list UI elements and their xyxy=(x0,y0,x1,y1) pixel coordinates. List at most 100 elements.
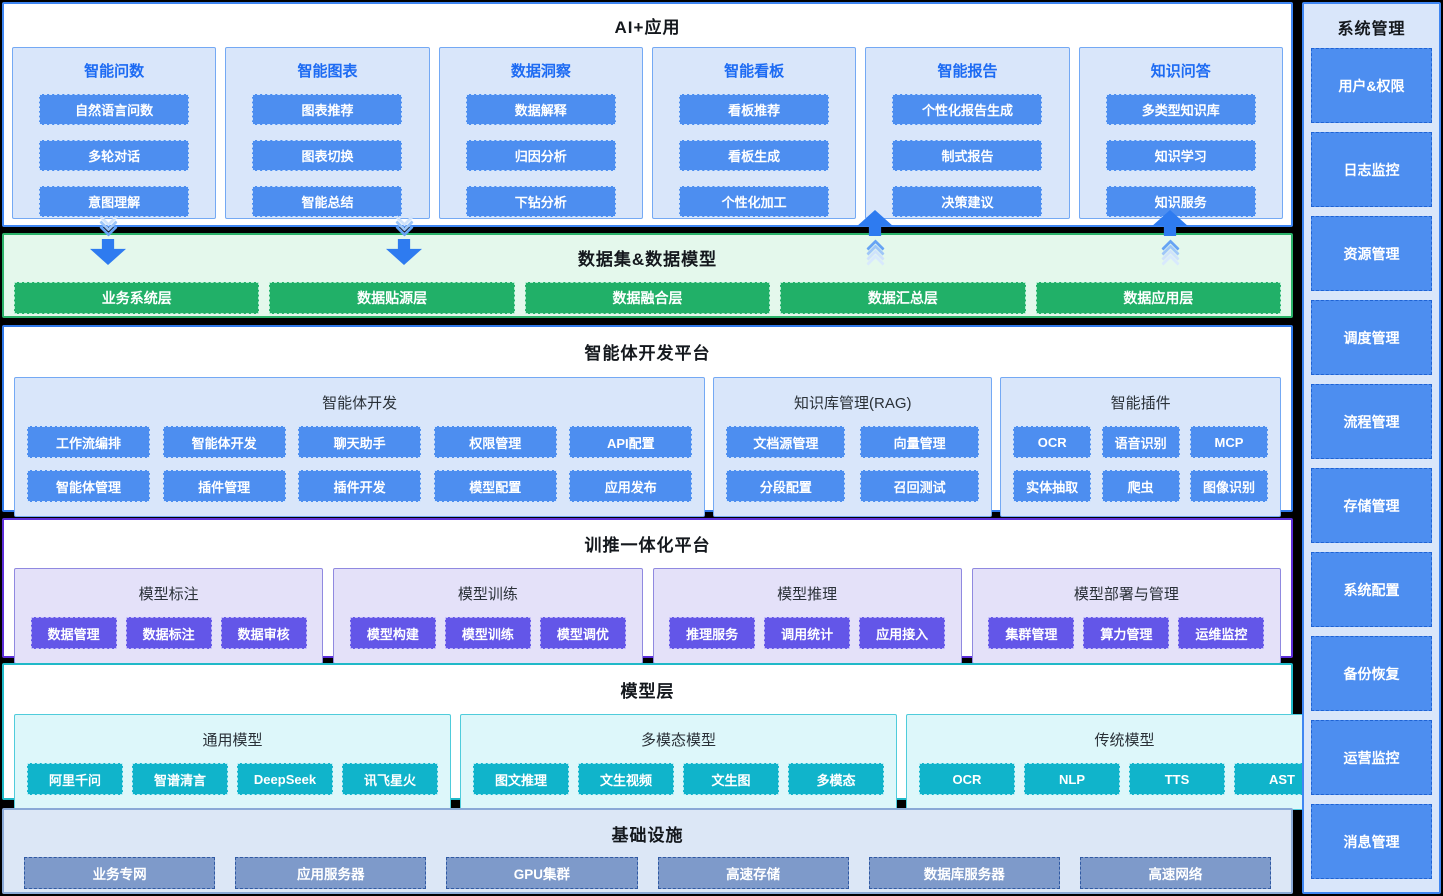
infrastructure-button[interactable]: 高速网络 xyxy=(1079,857,1272,889)
feature-button[interactable]: 制式报告 xyxy=(892,140,1043,171)
feature-button[interactable]: 看板生成 xyxy=(679,140,830,171)
ai-apps-column-baogao: 智能报告 个性化报告生成制式报告决策建议 xyxy=(865,47,1070,219)
band-model-layer-title: 模型层 xyxy=(620,682,675,701)
feature-button[interactable]: 决策建议 xyxy=(892,186,1043,217)
model-button[interactable]: 讯飞星火 xyxy=(342,763,438,795)
model-button[interactable]: DeepSeek xyxy=(237,763,333,795)
group-title: 模型训练 xyxy=(457,586,518,603)
feature-button[interactable]: 推理服务 xyxy=(669,617,756,649)
feature-button[interactable]: 向量管理 xyxy=(860,426,980,458)
data-layer-button[interactable]: 数据融合层 xyxy=(524,282,771,314)
model-button[interactable]: 文生视频 xyxy=(578,763,674,795)
feature-button[interactable]: 分段配置 xyxy=(726,470,846,502)
model-button[interactable]: NLP xyxy=(1024,763,1120,795)
sidebar-item[interactable]: 存储管理 xyxy=(1311,468,1432,543)
group-model-annotation: 模型标注 数据管理数据标注数据审核 xyxy=(14,568,324,664)
infrastructure-button[interactable]: 应用服务器 xyxy=(235,857,427,889)
sidebar-item[interactable]: 日志监控 xyxy=(1311,132,1432,207)
sidebar-item[interactable]: 流程管理 xyxy=(1311,384,1432,459)
feature-button[interactable]: 爬虫 xyxy=(1101,470,1180,502)
infrastructure-button[interactable]: GPU集群 xyxy=(446,857,638,889)
feature-button[interactable]: 权限管理 xyxy=(433,426,557,458)
model-button[interactable]: TTS xyxy=(1129,763,1225,795)
infrastructure-button[interactable]: 数据库服务器 xyxy=(868,857,1060,889)
feature-button[interactable]: 知识学习 xyxy=(1105,140,1256,171)
feature-button[interactable]: 运维监控 xyxy=(1178,617,1265,649)
model-button[interactable]: 阿里千问 xyxy=(27,763,123,795)
feature-button[interactable]: 模型训练 xyxy=(444,617,531,649)
sidebar-item[interactable]: 消息管理 xyxy=(1311,804,1432,879)
feature-button[interactable]: 多类型知识库 xyxy=(1105,94,1256,125)
feature-button[interactable]: OCR xyxy=(1013,426,1092,458)
sidebar-item[interactable]: 用户&权限 xyxy=(1311,48,1432,123)
feature-button[interactable]: 智能体管理 xyxy=(27,470,150,502)
band-ai-apps-title: AI+应用 xyxy=(614,18,681,37)
data-layer-button[interactable]: 数据应用层 xyxy=(1035,282,1282,314)
feature-button[interactable]: 知识服务 xyxy=(1105,186,1256,217)
ai-apps-column-wenda: 知识问答 多类型知识库知识学习知识服务 xyxy=(1078,47,1283,219)
group-multimodal-models: 多模态模型 图文推理文生视频文生图多模态 xyxy=(460,714,897,810)
feature-button[interactable]: 多轮对话 xyxy=(39,140,190,171)
feature-button[interactable]: 文档源管理 xyxy=(726,426,846,458)
model-button[interactable]: OCR xyxy=(919,763,1015,795)
feature-button[interactable]: 智能总结 xyxy=(252,186,403,217)
feature-button[interactable]: 个性化报告生成 xyxy=(892,94,1043,125)
feature-button[interactable]: 自然语言问数 xyxy=(39,94,190,125)
band-training-platform: 训推一体化平台 模型标注 数据管理数据标注数据审核 模型训练 模型构建模型训练模… xyxy=(2,518,1293,664)
feature-button[interactable]: 模型调优 xyxy=(539,617,626,649)
infrastructure-button[interactable]: 业务专网 xyxy=(24,857,216,889)
sidebar-item[interactable]: 系统配置 xyxy=(1311,552,1432,627)
infrastructure-button[interactable]: 高速存储 xyxy=(657,857,849,889)
feature-button[interactable]: MCP xyxy=(1189,426,1268,458)
feature-button[interactable]: 集群管理 xyxy=(988,617,1075,649)
feature-button[interactable]: 下钻分析 xyxy=(465,186,616,217)
feature-button[interactable]: API配置 xyxy=(569,426,693,458)
feature-button[interactable]: 数据标注 xyxy=(125,617,212,649)
feature-button[interactable]: 数据解释 xyxy=(465,94,616,125)
sidebar-title: 系统管理 xyxy=(1337,21,1406,38)
sidebar-item[interactable]: 运营监控 xyxy=(1311,720,1432,795)
model-button[interactable]: 图文推理 xyxy=(473,763,569,795)
column-title: 智能问数 xyxy=(84,63,145,80)
feature-button[interactable]: 插件管理 xyxy=(162,470,286,502)
feature-button[interactable]: 实体抽取 xyxy=(1013,470,1092,502)
sidebar-item[interactable]: 资源管理 xyxy=(1311,216,1432,291)
group-title: 模型标注 xyxy=(138,586,199,603)
data-layer-button[interactable]: 数据贴源层 xyxy=(269,282,515,314)
group-title: 传统模型 xyxy=(1094,732,1155,749)
feature-button[interactable]: 图表切换 xyxy=(252,140,403,171)
feature-button[interactable]: 应用发布 xyxy=(569,470,693,502)
ai-apps-column-dongcha: 数据洞察 数据解释归因分析下钻分析 xyxy=(438,47,643,219)
feature-button[interactable]: 智能体开发 xyxy=(162,426,286,458)
feature-button[interactable]: 模型配置 xyxy=(433,470,557,502)
band-data-layer-title: 数据集&数据模型 xyxy=(577,250,718,269)
group-title: 模型部署与管理 xyxy=(1073,586,1179,603)
feature-button[interactable]: 数据管理 xyxy=(30,617,117,649)
feature-button[interactable]: 归因分析 xyxy=(465,140,616,171)
feature-button[interactable]: 意图理解 xyxy=(39,186,190,217)
feature-button[interactable]: 个性化加工 xyxy=(679,186,830,217)
feature-button[interactable]: 工作流编排 xyxy=(27,426,150,458)
model-button[interactable]: 多模态 xyxy=(788,763,884,795)
model-button[interactable]: 智谱清言 xyxy=(132,763,228,795)
feature-button[interactable]: 数据审核 xyxy=(220,617,307,649)
feature-button[interactable]: 插件开发 xyxy=(298,470,422,502)
feature-button[interactable]: 图像识别 xyxy=(1189,470,1268,502)
feature-button[interactable]: 聊天助手 xyxy=(298,426,422,458)
data-layer-button[interactable]: 业务系统层 xyxy=(14,282,260,314)
feature-button[interactable]: 图表推荐 xyxy=(252,94,403,125)
feature-button[interactable]: 调用统计 xyxy=(764,617,851,649)
sidebar-item[interactable]: 备份恢复 xyxy=(1311,636,1432,711)
feature-button[interactable]: 召回测试 xyxy=(860,470,980,502)
model-button[interactable]: 文生图 xyxy=(683,763,779,795)
data-layer-button[interactable]: 数据汇总层 xyxy=(780,282,1026,314)
feature-button[interactable]: 算力管理 xyxy=(1083,617,1170,649)
sidebar-item[interactable]: 调度管理 xyxy=(1311,300,1432,375)
feature-button[interactable]: 应用接入 xyxy=(859,617,946,649)
feature-button[interactable]: 看板推荐 xyxy=(679,94,830,125)
feature-button[interactable]: 语音识别 xyxy=(1101,426,1180,458)
feature-button[interactable]: 模型构建 xyxy=(349,617,436,649)
